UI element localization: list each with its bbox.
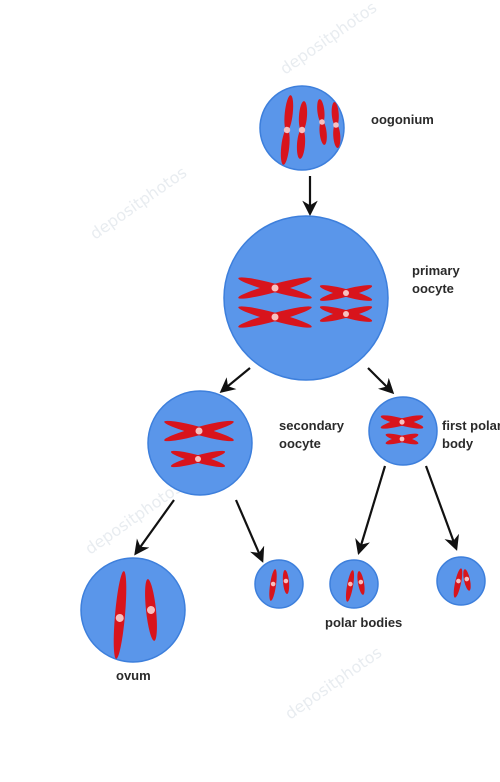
- label-primary-line2: oocyte: [412, 281, 454, 296]
- label-polar-bodies: polar bodies: [325, 615, 402, 630]
- arrow-down-icon: [368, 368, 392, 392]
- arrow-down-icon: [359, 466, 385, 552]
- cell-first-polar-body: [369, 397, 437, 465]
- label-ovum: ovum: [116, 668, 151, 683]
- arrow-down-icon: [236, 500, 262, 560]
- cell-polar-body: [437, 557, 485, 605]
- cell-ovum: [81, 558, 185, 662]
- cell-primary-oocyte: [224, 216, 388, 380]
- watermark: depositphotos: [281, 643, 385, 724]
- label-secondary-line2: oocyte: [279, 436, 321, 451]
- label-first-polar-line2: body: [442, 436, 474, 451]
- label-primary-line1: primary: [412, 263, 460, 278]
- arrow-down-icon: [222, 368, 250, 391]
- arrow-down-icon: [426, 466, 456, 548]
- watermark: depositphotos: [81, 478, 185, 559]
- watermark: depositphotos: [86, 163, 190, 244]
- cell-polar-body: [255, 560, 303, 608]
- label-oogonium: oogonium: [371, 112, 434, 127]
- cell-oogonium: [260, 86, 344, 170]
- watermark: depositphotos: [276, 0, 380, 78]
- label-secondary-line1: secondary: [279, 418, 345, 433]
- cell-polar-body: [330, 560, 378, 608]
- cell-secondary-oocyte: [148, 391, 252, 495]
- label-first-polar-line1: first polar: [442, 418, 500, 433]
